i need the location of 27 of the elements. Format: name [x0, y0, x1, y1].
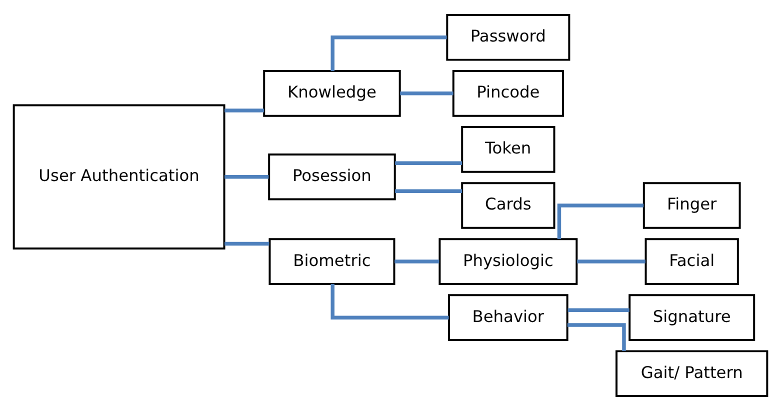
node-box: Token: [461, 126, 556, 172]
node-box: Pincode: [452, 70, 564, 116]
node-box: Password: [446, 13, 570, 60]
node-box: Signature: [628, 294, 756, 340]
node-box: Posession: [268, 152, 396, 200]
connector: [567, 322, 626, 351]
connector: [395, 160, 462, 165]
connector: [577, 259, 646, 263]
node-box: Facial: [644, 238, 739, 284]
connector: [394, 259, 440, 263]
connector: [224, 174, 269, 178]
node-box: Physiologic: [438, 238, 578, 284]
node-box: Finger: [642, 182, 741, 228]
connector: [395, 188, 462, 193]
connector: [224, 241, 270, 246]
node-box: Cards: [461, 182, 556, 228]
node-box: User Authentication: [12, 104, 226, 249]
node-box: Biometric: [268, 238, 396, 284]
connector: [330, 284, 449, 319]
connector: [568, 308, 630, 312]
node-box: Knowledge: [263, 70, 401, 116]
connector: [330, 35, 447, 70]
connector: [557, 203, 644, 239]
node-box: Behavior: [448, 294, 568, 340]
connector: [224, 108, 264, 112]
node-box: Gait/ Pattern: [616, 350, 768, 397]
connector: [400, 91, 454, 95]
